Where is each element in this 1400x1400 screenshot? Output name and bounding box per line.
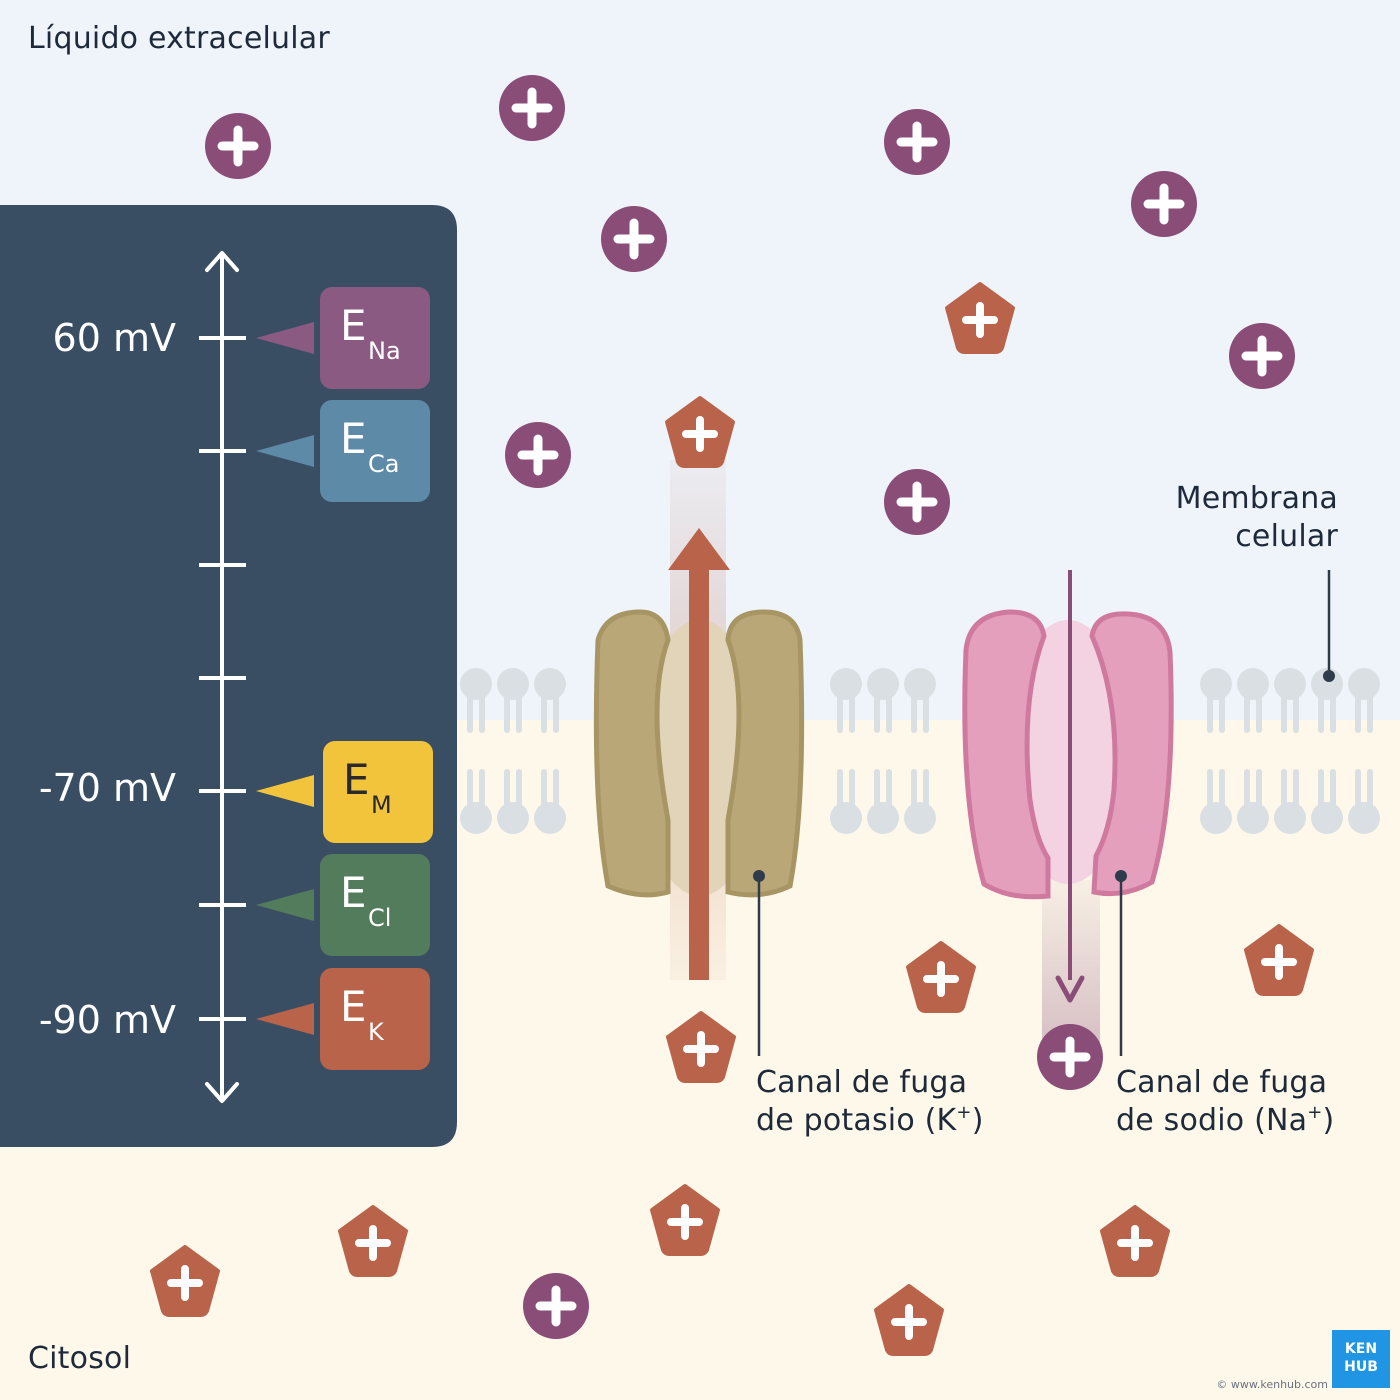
sodium-label-text: de sodio (Na (1116, 1103, 1308, 1138)
tile-m-letter: E (343, 755, 370, 804)
sodium-cation-icon (1229, 323, 1295, 389)
kenhub-logo: KEN HUB (1332, 1330, 1390, 1388)
sodium-leak-channel (962, 570, 1174, 1055)
tile-cl-sub: Cl (368, 904, 392, 932)
tile-m-sub: M (371, 791, 392, 819)
membrane-label: Membrana celular (1140, 480, 1338, 556)
sodium-label-line1: Canal de fuga (1116, 1065, 1328, 1100)
sodium-label-line2: de sodio (Na+) (1116, 1102, 1334, 1144)
potassium-label-line2: de potasio (K+) (756, 1102, 984, 1144)
sodium-cation-icon (601, 206, 667, 272)
sodium-leader-dot (1115, 870, 1127, 882)
sodium-cation-icon (1037, 1024, 1103, 1090)
membrane-label-line1: Membrana (1175, 481, 1338, 516)
potassium-label-text: de potasio (K (756, 1103, 957, 1138)
logo-line1: KEN (1344, 1341, 1378, 1357)
tile-ca-sub: Ca (368, 450, 400, 478)
tick-label-minus90mv: -90 mV (38, 998, 176, 1042)
sodium-channel-label: Canal de fuga de sodio (Na+) (1116, 1064, 1334, 1144)
tile-k-letter: E (340, 982, 367, 1031)
potassium-label-close: ) (971, 1103, 984, 1138)
tile-k-sub: K (368, 1018, 384, 1046)
potential-pointer-ca (256, 435, 314, 467)
cytosol-label: Citosol (28, 1341, 132, 1376)
sodium-cation-icon (505, 422, 571, 488)
sodium-cation-icon (1131, 171, 1197, 237)
logo-line2: HUB (1344, 1359, 1378, 1375)
potassium-leak-channel (593, 460, 805, 980)
sodium-charge: + (1307, 1102, 1323, 1123)
tile-na-sub: Na (368, 337, 401, 365)
membrane-label-line2: celular (1235, 519, 1338, 554)
sodium-cation-icon (884, 109, 950, 175)
tick-label-60mv: 60 mV (52, 316, 176, 360)
potassium-label-line1: Canal de fuga (756, 1065, 968, 1100)
extracellular-label: Líquido extracelular (28, 21, 330, 56)
potential-pointer-cl (256, 889, 314, 921)
sodium-label-close: ) (1322, 1103, 1335, 1138)
potassium-leader-dot (753, 870, 765, 882)
copyright-credit: © www.kenhub.com (1216, 1378, 1328, 1391)
membrane-leader-dot (1323, 670, 1335, 682)
tick-label-minus70mv: -70 mV (38, 766, 176, 810)
sodium-cation-icon (205, 113, 271, 179)
sodium-cation-icon (523, 1273, 589, 1339)
potassium-channel-label: Canal de fuga de potasio (K+) (756, 1064, 984, 1144)
sodium-cation-icon (499, 75, 565, 141)
potential-pointer-na (256, 322, 314, 354)
potential-pointer-m (256, 775, 314, 807)
tile-na-letter: E (340, 301, 367, 350)
sodium-cation-icon (884, 469, 950, 535)
potassium-charge: + (956, 1102, 972, 1123)
tile-ca-letter: E (340, 414, 367, 463)
potential-pointer-k (256, 1003, 314, 1035)
tile-cl-letter: E (340, 868, 367, 917)
